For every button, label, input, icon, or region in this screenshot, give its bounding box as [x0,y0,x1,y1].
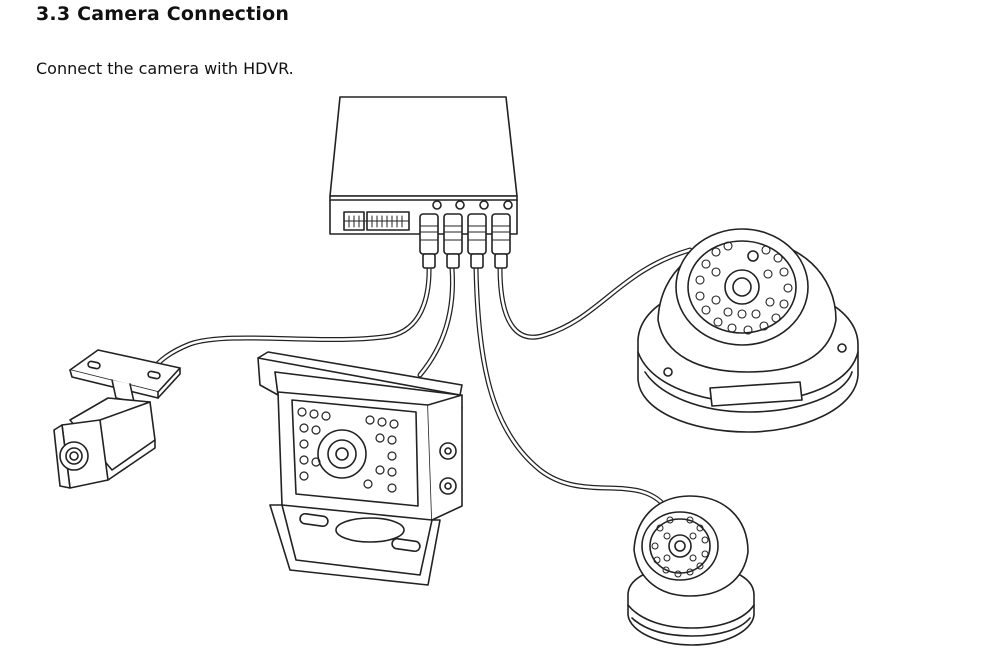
small-dome-camera-icon [628,496,754,645]
bullet-camera-icon [54,350,180,488]
instruction-text: Connect the camera with HDVR. [36,59,294,78]
aviation-connector-group [420,214,510,268]
large-dome-camera-icon [638,229,858,432]
connection-cable-group [150,250,690,510]
section-heading: 3.3 Camera Connection [36,3,290,25]
hdvr-unit-icon [330,97,517,268]
rear-view-camera-icon [258,352,462,585]
